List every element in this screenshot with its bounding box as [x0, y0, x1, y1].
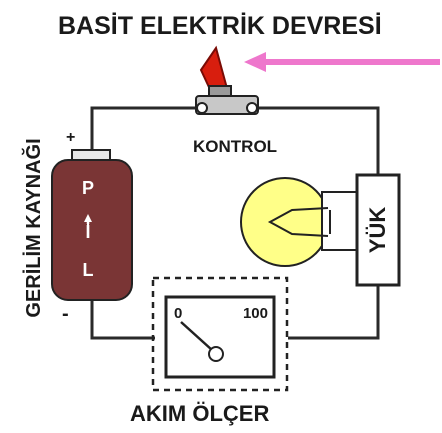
switch-label: KONTROL: [193, 137, 277, 156]
battery: [51, 149, 133, 301]
load-box: [355, 173, 401, 287]
battery-letter-i: İ: [85, 222, 90, 242]
ammeter-scale-max: 100: [243, 305, 268, 322]
ammeter-scale-min: 0: [174, 305, 182, 322]
diagram-title: BASİT ELEKTRİK DEVRESİ: [58, 12, 382, 40]
battery-minus: -: [62, 303, 69, 325]
pointer-arrow: [244, 52, 440, 72]
battery-plus: +: [66, 129, 75, 146]
ammeter-label: AKIM ÖLÇER: [130, 401, 269, 426]
ammeter-needle: [180, 321, 213, 351]
ammeter-pivot: [208, 346, 224, 362]
ammeter-dial: [164, 295, 276, 379]
light-bulb: [240, 177, 361, 267]
battery-letter-l: L: [83, 260, 94, 280]
source-label: GERİLİM KAYNAĞI: [21, 138, 45, 317]
load-label: YÜK: [365, 207, 390, 254]
switch: [195, 45, 259, 115]
battery-letter-p: P: [82, 178, 94, 198]
ammeter-frame: [151, 276, 289, 392]
circuit-wires: [90, 106, 380, 340]
